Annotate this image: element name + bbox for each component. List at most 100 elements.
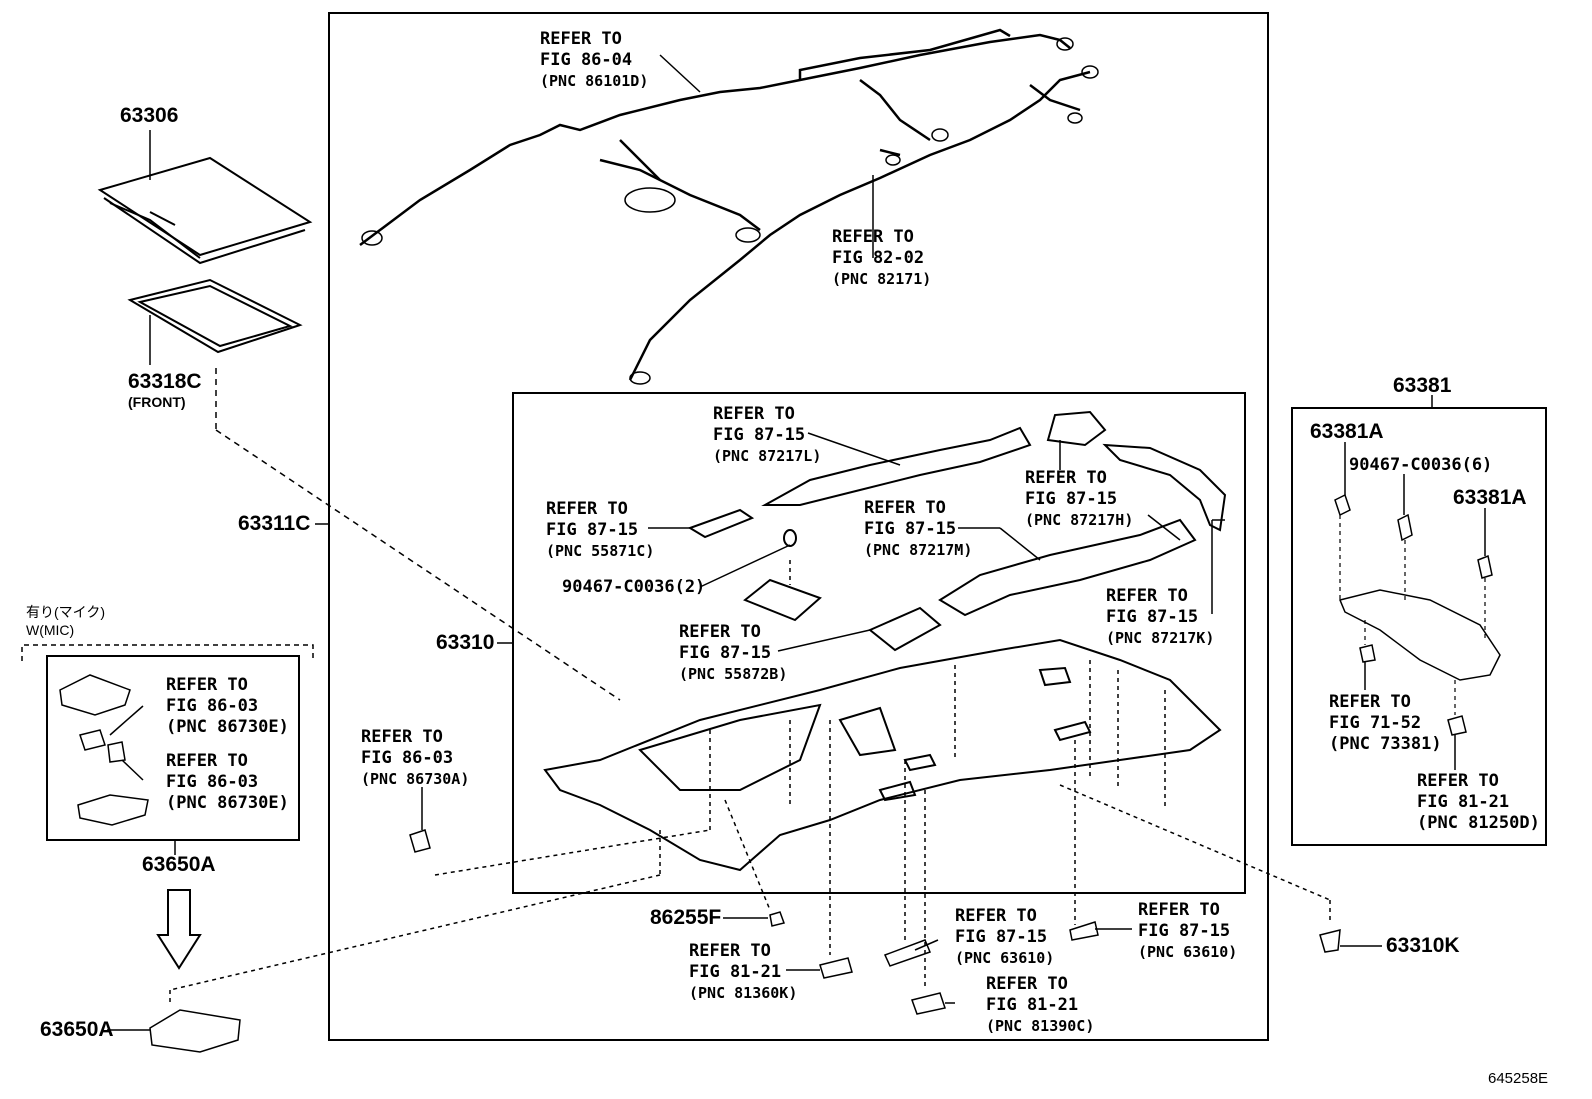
callout-line: REFER TO — [679, 622, 761, 642]
callout-line: REFER TO — [166, 751, 248, 771]
wire-harness-icon — [359, 28, 1091, 381]
mic-group-label-en: W(MIC) — [26, 622, 75, 638]
callout-pnc: (PNC 86730E) — [166, 793, 289, 813]
callout-86730A: REFER TO FIG 86-03 (PNC 86730A) — [361, 727, 469, 790]
part-63381A-left: 63381A — [1310, 420, 1384, 443]
callout-line: FIG 86-03 — [361, 748, 454, 768]
callout-line: REFER TO — [713, 404, 795, 424]
callout-pnc: (PNC 87217M) — [864, 541, 973, 559]
callout-55871C: REFER TO FIG 87-15 (PNC 55871C) — [546, 499, 654, 562]
rear-assembly-frame — [1291, 407, 1547, 846]
callout-line: REFER TO — [689, 941, 771, 961]
part-63306: 63306 — [120, 104, 179, 127]
clip-parts-icon — [409, 829, 1099, 1015]
callout-line: REFER TO — [864, 498, 946, 518]
callout-line: REFER TO — [986, 974, 1068, 994]
part-63310: 63310 — [436, 631, 495, 654]
part-63381: 63381 — [1393, 374, 1452, 397]
callout-87217K: REFER TO FIG 87-15 (PNC 87217K) — [1106, 586, 1214, 649]
down-arrow-icon — [156, 889, 202, 970]
callout-pnc: (PNC 63610) — [955, 949, 1055, 967]
part-63311C: 63311C — [238, 512, 311, 535]
main-frame — [328, 12, 1269, 1041]
harness-connectors-icon — [361, 37, 1099, 385]
callout-87217M: REFER TO FIG 87-15 (PNC 87217M) — [864, 498, 972, 561]
leader-lines — [107, 395, 1486, 1031]
callout-pnc: (PNC 55871C) — [546, 542, 655, 560]
callout-line: REFER TO — [166, 675, 248, 695]
callout-line: FIG 87-15 — [546, 520, 639, 540]
callout-81250D: REFER TO FIG 81-21 (PNC 81250D) — [1417, 771, 1540, 834]
callout-73381: REFER TO FIG 71-52 (PNC 73381) — [1329, 692, 1442, 755]
callout-63610-b: REFER TO FIG 87-15 (PNC 63610) — [1138, 900, 1237, 963]
callout-line: FIG 87-15 — [713, 425, 806, 445]
callout-line: FIG 87-15 — [955, 927, 1048, 947]
callout-pnc: (PNC 81250D) — [1417, 813, 1540, 833]
part-63310K: 63310K — [1386, 934, 1460, 957]
rear-trim-icon — [1319, 493, 1501, 953]
callout-line: FIG 87-15 — [864, 519, 957, 539]
callout-line: FIG 86-03 — [166, 696, 259, 716]
callout-81360K: REFER TO FIG 81-21 (PNC 81360K) — [689, 941, 797, 1004]
callout-harness-86101D: REFER TO FIG 86-04 (PNC 86101D) — [540, 29, 648, 92]
callout-line: FIG 86-04 — [540, 50, 633, 70]
callout-line: REFER TO — [546, 499, 628, 519]
callout-pnc: (PNC 87217K) — [1106, 629, 1215, 647]
callout-pnc: (PNC 81390C) — [986, 1017, 1095, 1035]
callout-line: FIG 87-15 — [1106, 607, 1199, 627]
sunshade-icon — [97, 156, 313, 265]
callout-line: FIG 87-15 — [679, 643, 772, 663]
callout-line: REFER TO — [955, 906, 1037, 926]
callout-line: REFER TO — [1329, 692, 1411, 712]
callout-mic-lower: REFER TO FIG 86-03 (PNC 86730E) — [166, 751, 289, 814]
callout-line: REFER TO — [540, 29, 622, 49]
callout-line: REFER TO — [1025, 468, 1107, 488]
overhead-console-icon — [149, 1009, 241, 1053]
callout-line: FIG 86-03 — [166, 772, 259, 792]
callout-pnc: (PNC 55872B) — [679, 665, 788, 683]
part-63318C: 63318C — [128, 370, 202, 393]
callout-line: FIG 82-02 — [832, 248, 925, 268]
part-63650A-box: 63650A — [142, 853, 216, 876]
callout-pnc: (PNC 63610) — [1138, 943, 1238, 961]
callout-mic-upper: REFER TO FIG 86-03 (PNC 86730E) — [166, 675, 289, 738]
callout-pnc: (PNC 86730E) — [166, 717, 289, 737]
callout-63610-a: REFER TO FIG 87-15 (PNC 63610) — [955, 906, 1054, 969]
trim-duct-icon — [687, 410, 1227, 652]
callout-line: FIG 81-21 — [689, 962, 782, 982]
callout-87217H: REFER TO FIG 87-15 (PNC 87217H) — [1025, 468, 1133, 531]
figure-id: 645258E — [1488, 1070, 1549, 1087]
mic-group-label-jp: 有り(マイク) — [26, 604, 106, 620]
rear-dashed-leaders — [1339, 515, 1486, 715]
mic-bracket — [21, 644, 314, 661]
callout-pnc: (PNC 81360K) — [689, 984, 798, 1002]
part-86255F: 86255F — [650, 906, 722, 929]
callout-line: FIG 87-15 — [1025, 489, 1118, 509]
map-lamp-icon — [59, 674, 149, 826]
callout-line: REFER TO — [1138, 900, 1220, 920]
callout-line: FIG 81-21 — [986, 995, 1079, 1015]
callout-55872B: REFER TO FIG 87-15 (PNC 55872B) — [679, 622, 787, 685]
callout-81390C: REFER TO FIG 81-21 (PNC 81390C) — [986, 974, 1094, 1037]
dashed-leaders — [169, 560, 1331, 1005]
callout-line: FIG 81-21 — [1417, 792, 1510, 812]
callout-line: REFER TO — [1417, 771, 1499, 791]
callout-pnc: (PNC 86101D) — [540, 72, 649, 90]
callout-87217L: REFER TO FIG 87-15 (PNC 87217L) — [713, 404, 821, 467]
callout-harness-82171: REFER TO FIG 82-02 (PNC 82171) — [832, 227, 931, 290]
part-90467-C0036-6: 90467-C0036(6) — [1349, 455, 1493, 475]
callout-pnc: (PNC 82171) — [832, 270, 932, 288]
callout-line: REFER TO — [1106, 586, 1188, 606]
sunroof-frame-icon — [127, 278, 303, 354]
part-63381A-right: 63381A — [1453, 486, 1527, 509]
callout-pnc: (PNC 87217L) — [713, 447, 822, 465]
front-note: (FRONT) — [128, 394, 186, 410]
callout-pnc: (PNC 73381) — [1329, 734, 1442, 754]
callout-line: REFER TO — [832, 227, 914, 247]
callout-pnc: (PNC 87217H) — [1025, 511, 1134, 529]
callout-line: REFER TO — [361, 727, 443, 747]
part-63650A: 63650A — [40, 1018, 114, 1041]
callout-pnc: (PNC 86730A) — [361, 770, 470, 788]
headliner-icon — [543, 638, 1222, 872]
